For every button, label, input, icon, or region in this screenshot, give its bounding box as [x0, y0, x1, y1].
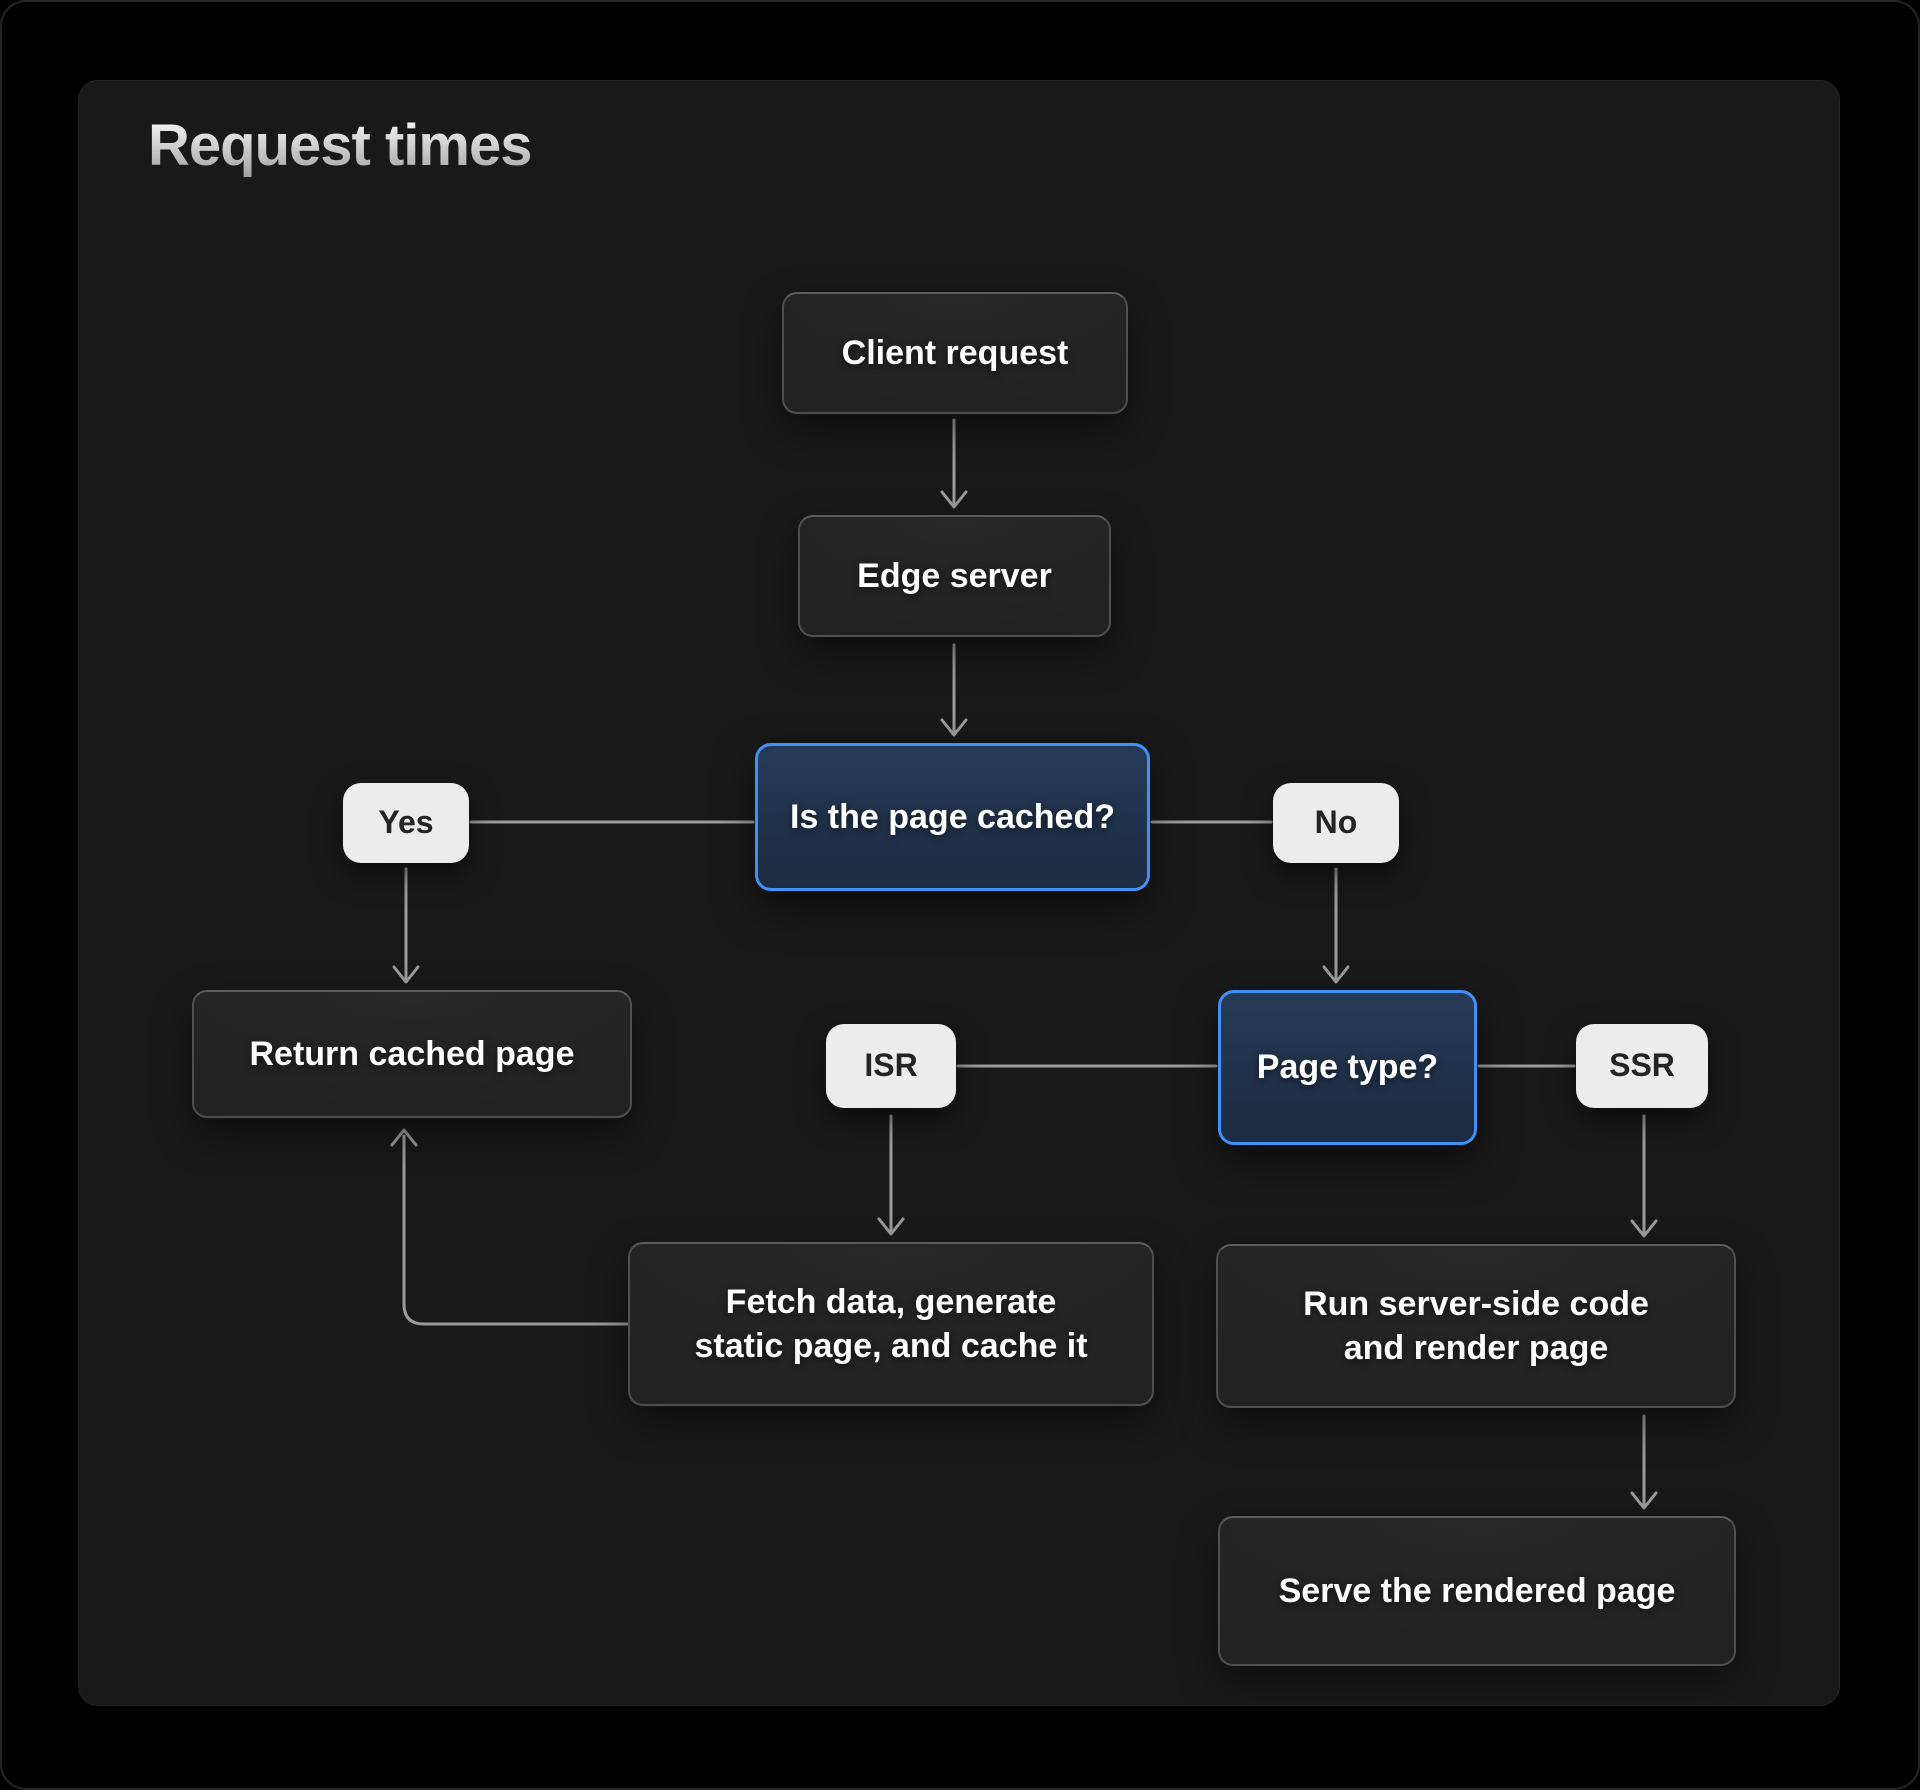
node-serve-rendered-page: Serve the rendered page — [1218, 1516, 1736, 1666]
label-yes: Yes — [343, 783, 469, 863]
node-fetch-generate-cache: Fetch data, generate static page, and ca… — [628, 1242, 1154, 1406]
node-client-request: Client request — [782, 292, 1128, 414]
page-title: Request times — [148, 113, 532, 178]
node-edge-server: Edge server — [798, 515, 1111, 637]
label-isr: ISR — [826, 1024, 956, 1108]
label-ssr: SSR — [1576, 1024, 1708, 1108]
node-return-cached-page: Return cached page — [192, 990, 632, 1118]
node-is-page-cached: Is the page cached? — [755, 743, 1150, 891]
node-page-type: Page type? — [1218, 990, 1477, 1145]
label-no: No — [1273, 783, 1399, 863]
node-run-server-side: Run server-side code and render page — [1216, 1244, 1736, 1408]
